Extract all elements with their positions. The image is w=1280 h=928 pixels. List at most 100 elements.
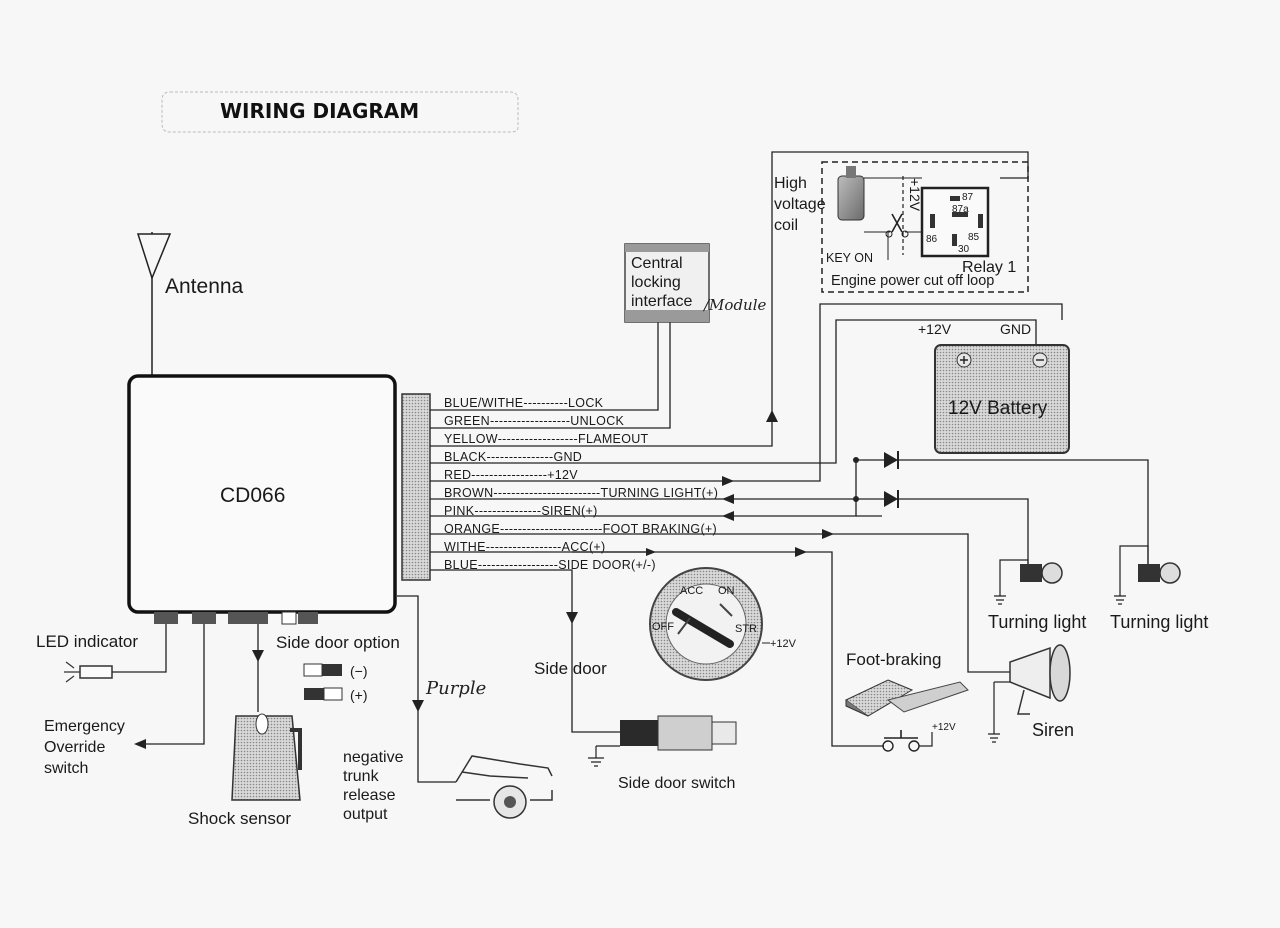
side-door-option: Side door option (−) (+) xyxy=(276,633,400,703)
wire-lock xyxy=(430,322,659,411)
bulb-socket-icon xyxy=(1138,564,1160,582)
bulb-icon xyxy=(1159,562,1181,584)
wire-color: BLUE/WITHE xyxy=(444,396,523,410)
wire-trunk xyxy=(397,595,456,783)
siren-icon xyxy=(1009,646,1051,700)
side-door-switch-label: Side door switch xyxy=(618,775,735,792)
siren-label: Siren xyxy=(1032,720,1074,740)
override-port xyxy=(192,612,216,624)
central-locking-line-2: locking xyxy=(631,274,681,291)
bulb-socket-icon xyxy=(1020,564,1042,582)
wire-function: ACC(+) xyxy=(562,540,606,554)
foot-braking-supply: +12V xyxy=(932,722,956,733)
door-option-port-a xyxy=(281,611,297,625)
junctions xyxy=(853,457,859,502)
wire-label-8: ORANGE-----------------------FOOT BRAKIN… xyxy=(444,522,717,536)
battery: 12V Battery +12V GND xyxy=(918,321,1070,454)
brake-switch-icon xyxy=(882,740,894,752)
trunk-line-1: negative xyxy=(343,749,404,766)
wire-label-5: RED-----------------+12V xyxy=(444,468,578,482)
wire-side-door xyxy=(430,569,620,733)
wire-function: TURNING LIGHT(+) xyxy=(601,486,719,500)
wire-dashes: ------------------ xyxy=(478,558,558,572)
car-icon xyxy=(455,755,553,783)
relay-pin-86: 86 xyxy=(926,234,938,245)
wire-color: YELLOW xyxy=(444,432,498,446)
loop-label: Engine power cut off loop xyxy=(831,273,994,289)
wire-turning-light xyxy=(430,459,1149,572)
relay-pin-87: 87 xyxy=(962,192,974,203)
arrow-override xyxy=(134,739,146,749)
wire-dashes: ----------------- xyxy=(471,468,547,482)
shock-sensor-label: Shock sensor xyxy=(188,809,291,828)
side-door-label: Side door xyxy=(534,659,607,678)
wire-color: ORANGE xyxy=(444,522,500,536)
central-locking-module: Central locking interface /Module xyxy=(624,243,767,323)
wire-label-1: BLUE/WITHE----------LOCK xyxy=(444,396,604,410)
wire-label-list: BLUE/WITHE----------LOCKGREEN-----------… xyxy=(444,396,718,572)
wire-unlock xyxy=(430,322,671,429)
antenna-label: Antenna xyxy=(165,275,244,298)
wire-flameout xyxy=(430,151,1029,447)
wire-label-10: BLUE------------------SIDE DOOR(+/-) xyxy=(444,558,656,572)
control-unit: CD066 xyxy=(127,374,431,625)
wire-dashes: ---------- xyxy=(523,396,568,410)
jumper-pos-icon xyxy=(304,688,324,700)
wire-color: GREEN xyxy=(444,414,490,428)
wire-dashes: --------------- xyxy=(487,450,554,464)
wire-function: SIREN(+) xyxy=(541,504,597,518)
led-port xyxy=(154,612,178,624)
side-door-option-pos: (+) xyxy=(350,687,368,703)
hv-coil-line-2: voltage xyxy=(774,196,826,213)
wire-function: GND xyxy=(553,450,582,464)
trunk-release: Purple negative trunk release output xyxy=(343,678,553,823)
wire-function: SIDE DOOR(+/-) xyxy=(558,558,656,572)
trunk-line-4: output xyxy=(343,806,388,823)
jumper-neg-icon xyxy=(322,664,342,676)
turning-light-right-label: Turning light xyxy=(1110,612,1208,632)
ignition-acc: ACC xyxy=(680,585,703,597)
wire-label-2: GREEN------------------UNLOCK xyxy=(444,414,625,428)
foot-braking: Foot-braking +12V xyxy=(845,650,969,752)
scissors-icon xyxy=(891,213,903,233)
wire-function: LOCK xyxy=(568,396,604,410)
led-icon xyxy=(79,665,113,679)
ignition-str: STR xyxy=(735,623,757,635)
wire-color: BLUE xyxy=(444,558,478,572)
coil-icon xyxy=(837,175,865,221)
battery-gnd-label: GND xyxy=(1000,321,1031,337)
wire-label-7: PINK---------------SIREN(+) xyxy=(444,504,598,518)
relay-pin-87a: 87a xyxy=(952,204,969,215)
wire-dashes: ----------------------- xyxy=(500,522,603,536)
wire-function: UNLOCK xyxy=(570,414,624,428)
wire-function: +12V xyxy=(547,468,578,482)
wire-dashes: ------------------ xyxy=(490,414,570,428)
arrow-side-door xyxy=(566,612,578,624)
wire-label-9: WITHE-----------------ACC(+) xyxy=(444,540,605,554)
side-door-option-neg: (−) xyxy=(350,663,368,679)
diodes xyxy=(884,451,899,508)
emergency-line-2: Override xyxy=(44,739,105,756)
diode-icon xyxy=(884,491,898,507)
emergency-override: Emergency Override switch xyxy=(44,718,125,777)
wire-dashes: ------------------------ xyxy=(493,486,600,500)
hv-coil-line-3: coil xyxy=(774,217,798,234)
arrow-up-flameout xyxy=(766,410,778,422)
bulb-icon xyxy=(1041,562,1063,584)
relay-pin-85: 85 xyxy=(968,232,980,243)
side-door-option-label: Side door option xyxy=(276,633,400,652)
arrowheads xyxy=(134,410,834,749)
key-on-label: KEY ON xyxy=(826,251,873,265)
arrow-12v xyxy=(722,476,734,486)
wire-color: PINK xyxy=(444,504,475,518)
wire-gnd xyxy=(430,319,1037,464)
ground-icon xyxy=(588,746,604,767)
wire-dashes: ----------------- xyxy=(486,540,562,554)
wire-foot-braking xyxy=(430,533,1010,673)
wire-harness-connector xyxy=(401,393,431,581)
page-title: WIRING DIAGRAM xyxy=(220,99,419,123)
unit-label: CD066 xyxy=(220,484,285,507)
wire-color: BROWN xyxy=(444,486,493,500)
ignition-on: ON xyxy=(718,585,735,597)
